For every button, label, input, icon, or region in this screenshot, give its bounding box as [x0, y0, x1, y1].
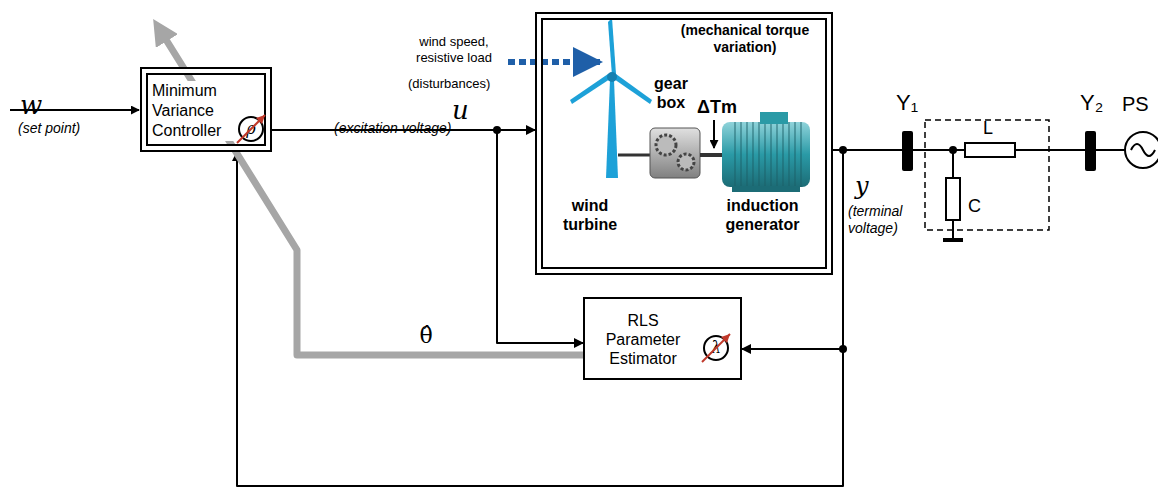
- signal-name: w: [20, 90, 42, 121]
- signal-wire: [237, 150, 843, 486]
- signal-wire: [742, 150, 843, 349]
- component-name: C: [968, 196, 981, 218]
- box-title: Minimum Variance Controller: [152, 81, 236, 141]
- part-name: induction generator: [705, 196, 820, 234]
- torque-arrow: [713, 120, 715, 148]
- wire: [1015, 149, 1085, 151]
- disturbance-note: (disturbances): [408, 76, 490, 92]
- plant-box: (mechanical torque variation) gear boxΔTm…: [535, 12, 833, 275]
- signal-note: (excitation voltage): [334, 120, 452, 137]
- plant-note: (mechanical torque variation): [665, 22, 825, 56]
- signal-name: y: [855, 172, 869, 201]
- wire: [952, 150, 954, 178]
- capacitor-symbol: [946, 178, 960, 220]
- source-symbol: [1125, 132, 1158, 168]
- ground-symbol: [943, 238, 963, 242]
- estimator-box: RLS Parameter Estimatorλ: [583, 297, 742, 380]
- adjust-arrow: [231, 109, 271, 149]
- induction-generator: [722, 112, 810, 192]
- bus-name: Y₂: [1080, 90, 1103, 116]
- gear-box: [650, 128, 722, 178]
- wire: [1096, 149, 1125, 151]
- disturbance-arrow: [508, 59, 600, 65]
- parameter-arrow: [160, 30, 583, 355]
- box-title: RLS Parameter Estimator: [593, 311, 693, 368]
- bus-name: Y₁: [896, 90, 918, 116]
- wire: [952, 220, 954, 240]
- bus-bar: [902, 131, 913, 171]
- part-name: gear box: [647, 74, 695, 112]
- controller-box: Minimum Variance Controllerρ: [140, 67, 272, 152]
- adjust-arrow: [696, 328, 736, 368]
- wind-turbine: [570, 18, 652, 178]
- bus-bar: [1085, 131, 1096, 171]
- signal-note: (set point): [18, 120, 80, 137]
- edge-label: θ̂: [417, 323, 434, 349]
- sine-symbol: [1131, 144, 1155, 156]
- component-name: L: [983, 118, 993, 140]
- signal-name: u: [452, 95, 469, 126]
- signal-note: (terminal voltage): [848, 203, 928, 237]
- disturbance-note: wind speed, resistive load: [400, 34, 508, 65]
- wire: [913, 149, 965, 151]
- torque-label: ΔTm: [697, 96, 747, 118]
- source-name: PS: [1122, 92, 1149, 116]
- inductor-symbol: [965, 143, 1015, 157]
- part-name: wind turbine: [549, 196, 631, 234]
